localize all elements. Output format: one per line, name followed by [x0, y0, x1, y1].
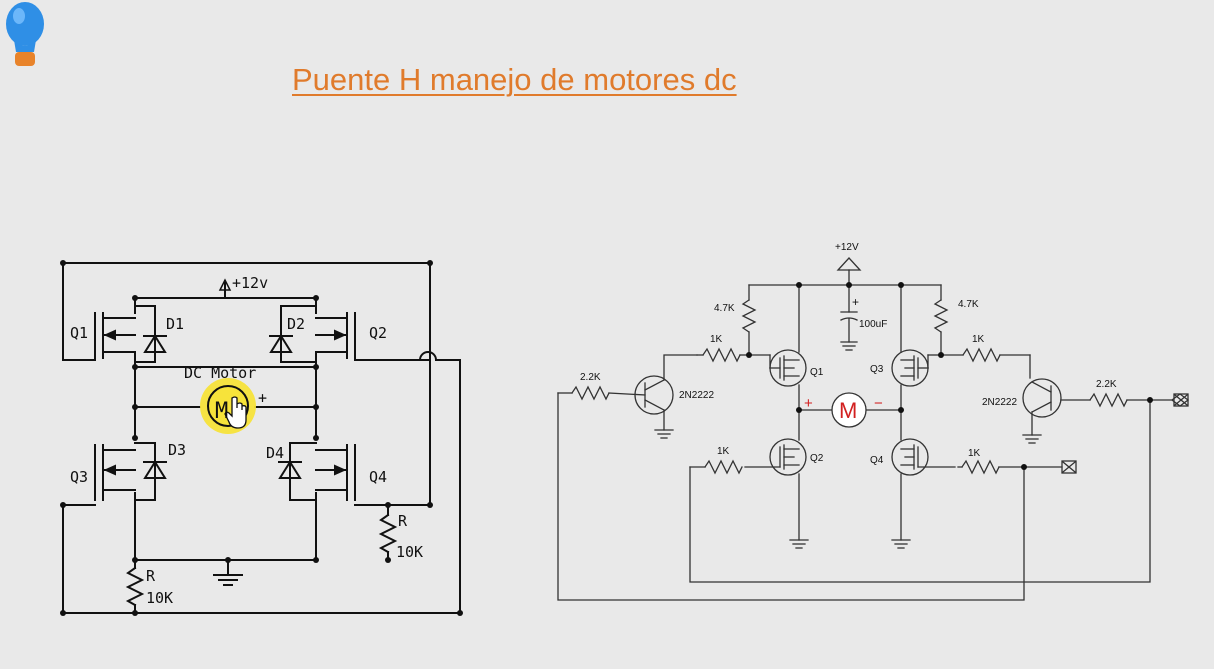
bjt-right-label: 2N2222: [982, 397, 1017, 408]
mosfet-q3-label: Q3: [870, 364, 884, 375]
label-d1: D1: [166, 315, 184, 333]
value-r-left: 10K: [146, 589, 173, 607]
motor-symbol: M: [215, 399, 228, 424]
cap-plus: +: [852, 295, 859, 309]
res-2k2-left: 2.2K: [580, 372, 601, 383]
value-r-right: 10K: [396, 543, 423, 561]
mosfet-q2-label: Q2: [810, 453, 824, 464]
right-h-bridge: [557, 257, 1190, 601]
motor-m-label: M: [839, 398, 857, 423]
left-h-bridge: [60, 260, 463, 616]
bjt-left-label: 2N2222: [679, 390, 714, 401]
pullup-right-label: 4.7K: [958, 299, 979, 310]
motor-plus: +: [258, 389, 267, 407]
motor-label: DC Motor: [184, 364, 256, 382]
label-d3: D3: [168, 441, 186, 459]
label-r-right: R: [398, 512, 408, 530]
hand-cursor-icon: [224, 396, 247, 429]
mosfet-q4-label: Q4: [870, 455, 884, 466]
motor-minus-label: −: [874, 395, 883, 412]
pullup-left-label: 4.7K: [714, 303, 735, 314]
supply-label: +12v: [232, 274, 268, 292]
mosfet-q1-label: Q1: [810, 367, 824, 378]
res-2k2-right: 2.2K: [1096, 379, 1117, 390]
label-d4: D4: [266, 444, 284, 462]
label-q2: Q2: [369, 324, 387, 342]
res-1k-top-left: 1K: [710, 334, 723, 345]
label-q3: Q3: [70, 468, 88, 486]
label-d2: D2: [287, 315, 305, 333]
label-q1: Q1: [70, 324, 88, 342]
label-q4: Q4: [369, 468, 387, 486]
motor-plus-label: +: [804, 395, 813, 412]
res-1k-top-right: 1K: [972, 334, 985, 345]
supply-12v: +12V: [835, 242, 859, 253]
res-1k-bottom-right: 1K: [968, 448, 981, 459]
label-r-left: R: [146, 567, 156, 585]
capacitor-label: 100uF: [859, 319, 887, 330]
lightbulb-icon: [0, 0, 50, 76]
page-title: Puente H manejo de motores dc: [292, 62, 737, 97]
res-1k-bottom-left: 1K: [717, 446, 730, 457]
